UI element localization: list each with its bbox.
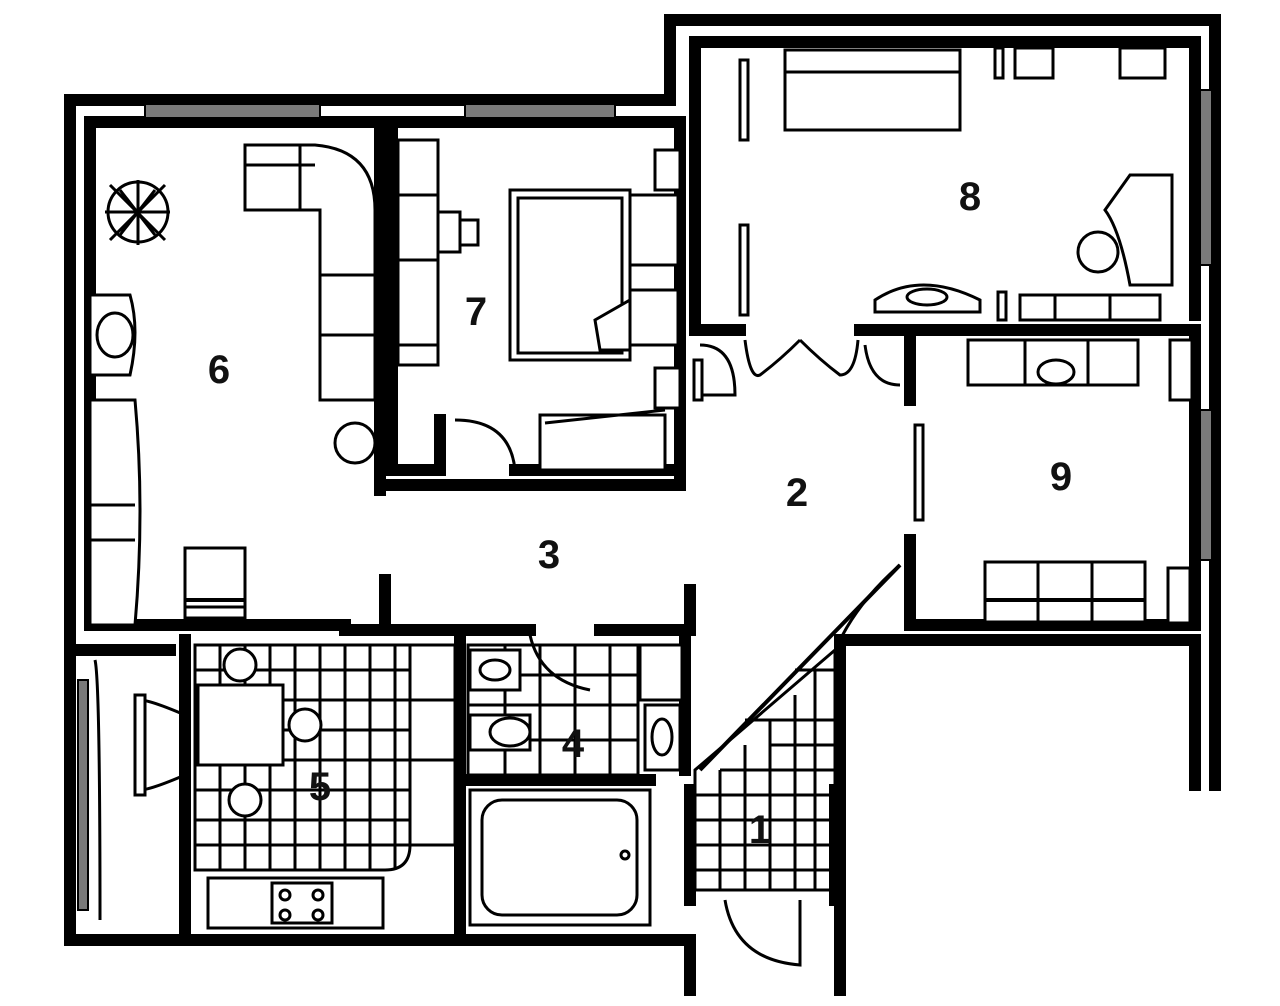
room-label-9: 9 (1050, 455, 1072, 499)
room-label-5: 5 (309, 765, 331, 809)
room-label-6: 6 (208, 348, 230, 392)
bedroom-large-furniture (738, 46, 1174, 378)
room-label-3: 3 (538, 533, 560, 577)
room-label-4: 4 (562, 722, 585, 766)
interior-walls (179, 116, 1201, 936)
bedroom-small-furniture (396, 138, 682, 472)
room-labels: 1 2 3 4 5 6 7 8 9 (208, 175, 1072, 852)
plant-icon (105, 180, 170, 245)
room-label-1: 1 (749, 808, 771, 852)
entrance-area (693, 646, 837, 967)
bathroom-furniture (466, 634, 684, 927)
kitchen-furniture (93, 643, 457, 930)
room-label-7: 7 (465, 290, 487, 334)
windows (77, 59, 1213, 911)
study-furniture (863, 338, 1194, 625)
living-room-furniture (88, 143, 377, 627)
stove-icon (278, 888, 325, 922)
entrance-floor-tiles (693, 646, 837, 892)
room-label-2: 2 (786, 471, 808, 515)
room-label-8: 8 (959, 175, 981, 219)
